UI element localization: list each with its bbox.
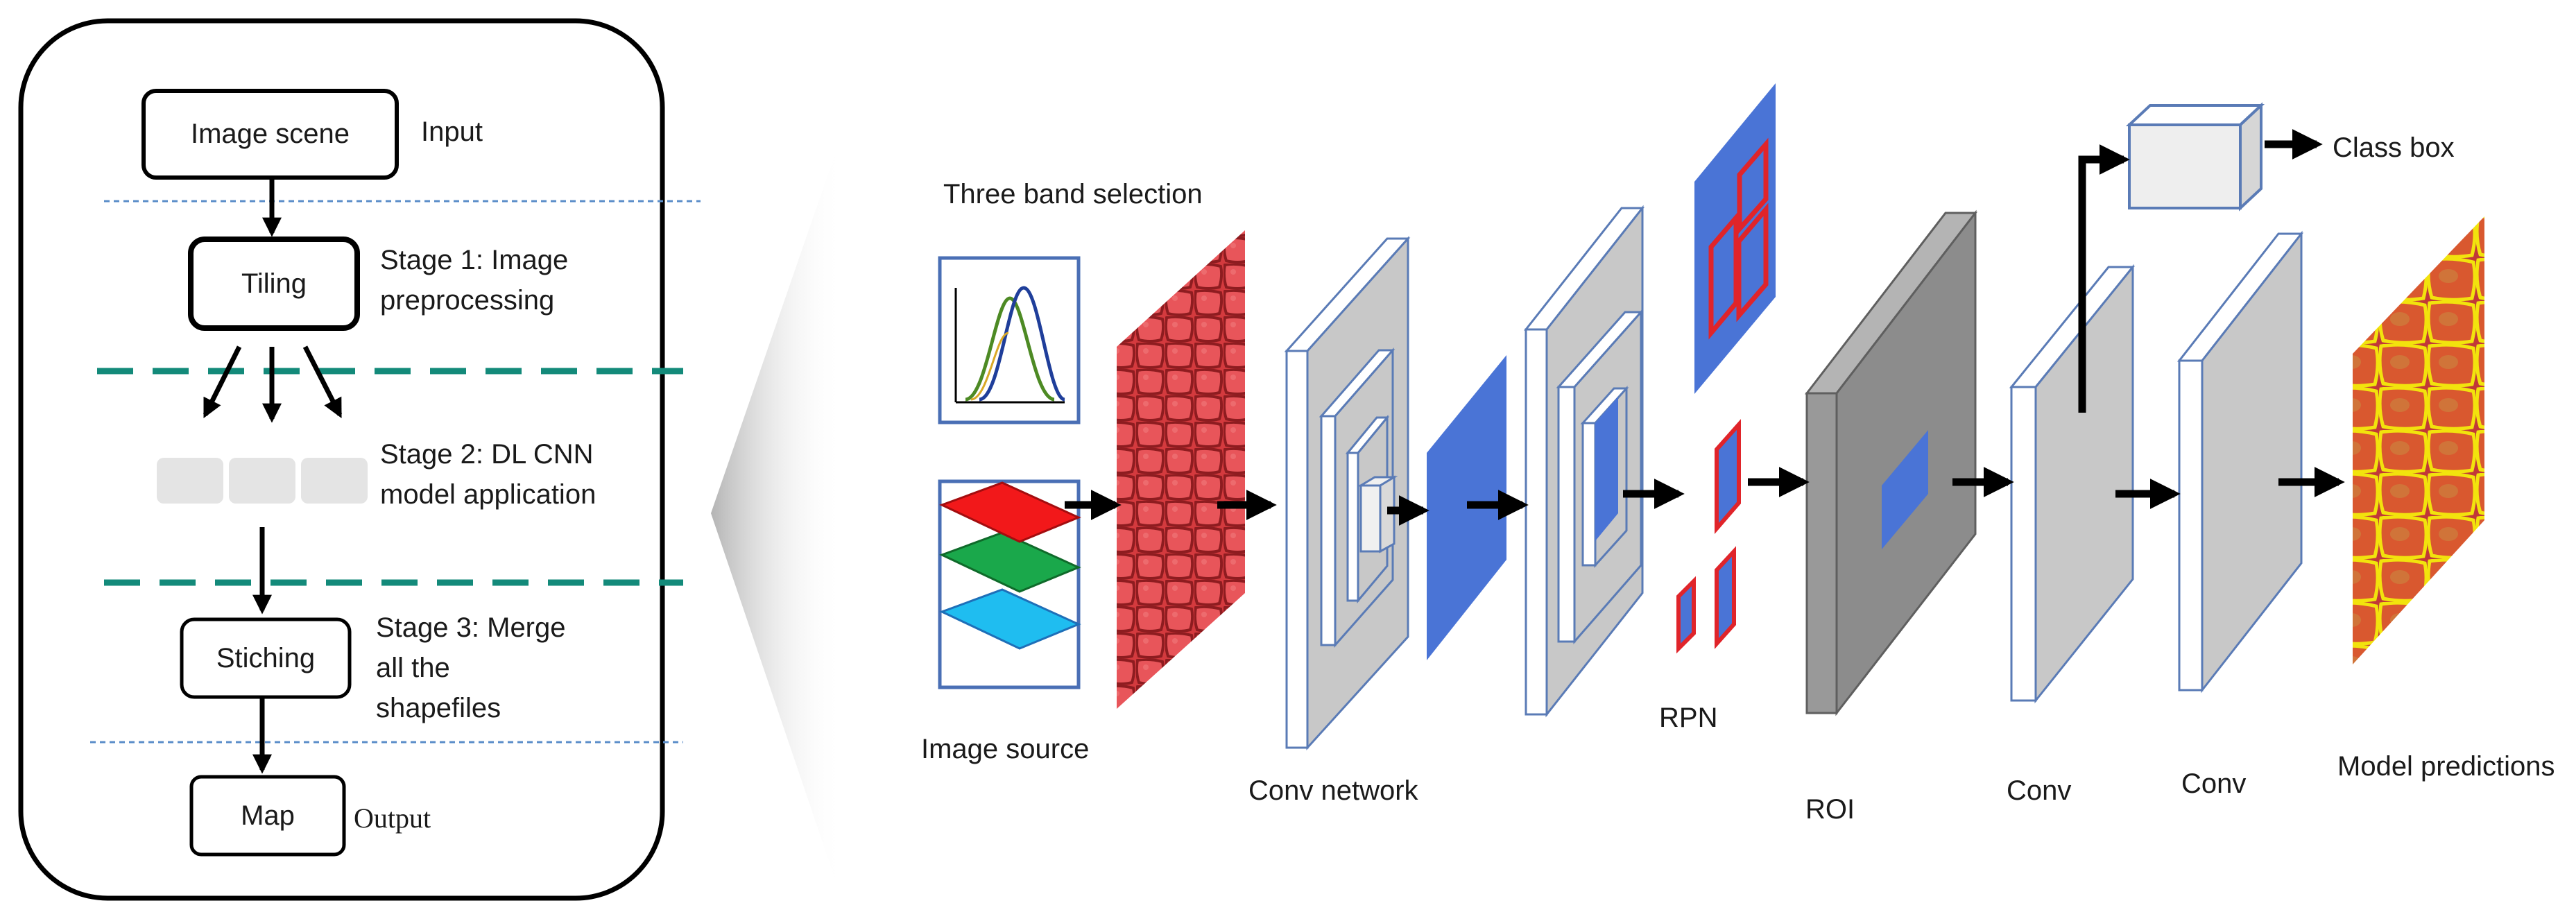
band-stack-icon bbox=[939, 481, 1081, 650]
conv-network-block bbox=[1284, 236, 1411, 750]
roi-block bbox=[1804, 209, 1978, 716]
tiling-box bbox=[188, 237, 360, 331]
stage2-line1: Stage 2: DL CNN bbox=[380, 439, 594, 470]
map-label: Map bbox=[241, 800, 295, 831]
image-scene-label: Image scene bbox=[190, 119, 350, 149]
stage3-line3: shapefiles bbox=[376, 693, 501, 723]
tile bbox=[301, 458, 368, 504]
stage3-line1: Stage 3: Merge bbox=[376, 612, 566, 643]
conv-network-label: Conv network bbox=[1248, 775, 1418, 806]
tile bbox=[157, 458, 223, 504]
class-box bbox=[2125, 102, 2265, 212]
proposal-plane bbox=[1694, 83, 1776, 394]
flow-arrows bbox=[203, 178, 343, 774]
tile bbox=[229, 458, 295, 504]
output-note: Output bbox=[354, 802, 431, 834]
rpn-label: RPN bbox=[1659, 703, 1718, 733]
input-note: Input bbox=[421, 117, 483, 147]
model-predictions-label: Model predictions bbox=[2337, 751, 2555, 782]
band-curves-icon bbox=[954, 286, 1066, 404]
conv-label-1: Conv bbox=[2007, 775, 2072, 806]
feature-map bbox=[1427, 355, 1506, 660]
stage1-line2: preprocessing bbox=[380, 285, 555, 316]
conv-panel-2 bbox=[2176, 230, 2304, 694]
class-box-label: Class box bbox=[2333, 132, 2455, 163]
image-source-label: Image source bbox=[921, 734, 1090, 764]
rpn-boxes bbox=[1676, 419, 1741, 654]
stage1-line1: Stage 1: Image bbox=[380, 245, 569, 275]
input-image bbox=[1117, 230, 1245, 709]
prediction-image bbox=[2353, 216, 2484, 664]
map-box bbox=[189, 775, 346, 857]
stitching-box bbox=[180, 617, 352, 699]
stitching-label: Stiching bbox=[216, 642, 316, 673]
tiling-label: Tiling bbox=[241, 268, 307, 299]
conv-panel-1 bbox=[2009, 264, 2136, 704]
stage3-line2: all the bbox=[376, 653, 450, 683]
stage2-line2: model application bbox=[380, 479, 596, 510]
conv-block-2 bbox=[1523, 205, 1645, 718]
roi-label: ROI bbox=[1805, 794, 1855, 825]
conv-label-2: Conv bbox=[2181, 768, 2247, 799]
band-selection-label: Three band selection bbox=[943, 179, 1203, 209]
zoom-funnel bbox=[711, 132, 843, 902]
network-arrows bbox=[1065, 129, 2345, 526]
band-selection-frame bbox=[938, 256, 1081, 424]
